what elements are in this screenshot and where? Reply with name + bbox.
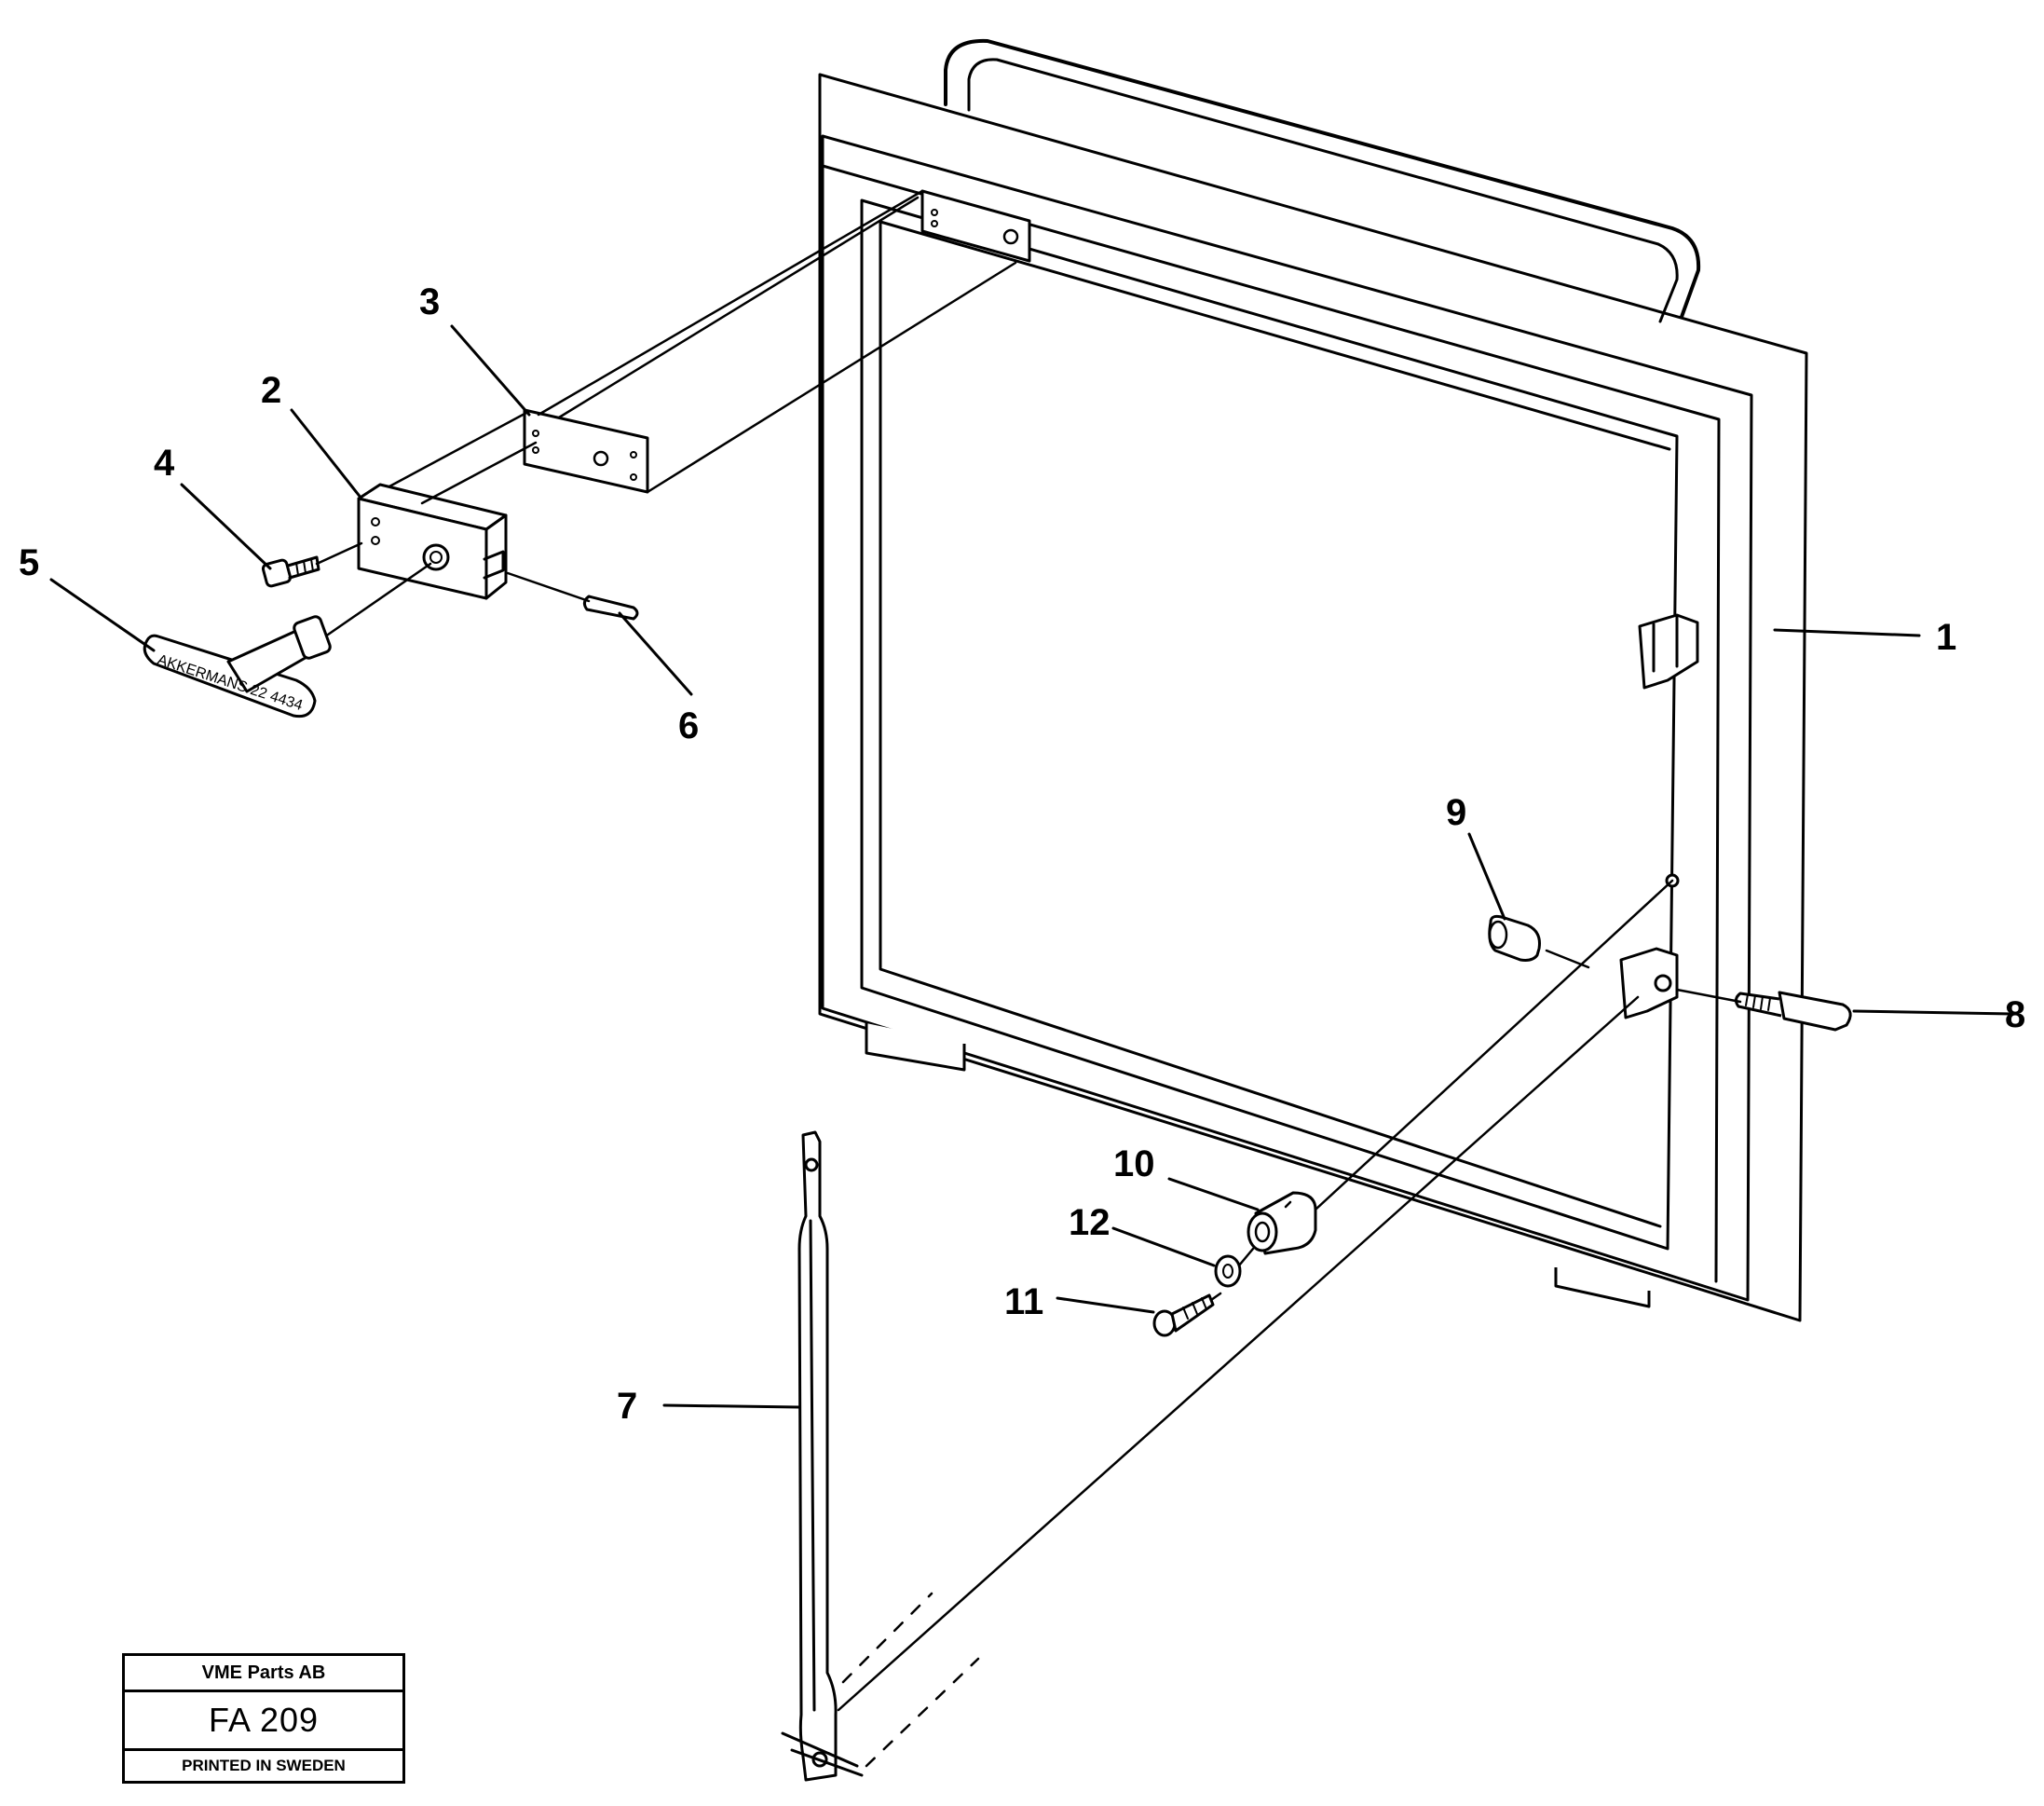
callout-1: 1 [1936, 617, 1956, 658]
callout-12: 12 [1069, 1202, 1111, 1243]
top-handle [944, 38, 1701, 319]
leader-lines [49, 324, 2014, 1409]
title-company: VME Parts AB [125, 1656, 402, 1692]
plate-exploded [523, 408, 649, 494]
frame-foot-left [865, 1023, 966, 1072]
title-drawing-number: FA 209 [125, 1692, 402, 1751]
callout-2: 2 [261, 370, 281, 411]
part-4-screw [261, 555, 320, 588]
callout-5: 5 [19, 542, 39, 583]
callout-4: 4 [154, 443, 175, 484]
part-9-bushing [1488, 914, 1541, 962]
part-6-pin [582, 595, 639, 621]
assembly-lines [315, 189, 1742, 1768]
title-block: VME Parts AB FA 209 PRINTED IN SWEDEN [122, 1653, 405, 1784]
part-10-sleeve [1247, 1191, 1317, 1255]
plate-mounted [920, 189, 1031, 263]
callout-11: 11 [1004, 1281, 1043, 1322]
frame-foot-right [1554, 1267, 1651, 1308]
callout-9: 9 [1446, 792, 1466, 833]
part-2-lock-housing [357, 483, 508, 600]
callout-8: 8 [2005, 994, 2025, 1035]
callout-10: 10 [1113, 1143, 1155, 1184]
part-12-washer [1214, 1254, 1242, 1288]
callout-6: 6 [678, 705, 699, 746]
part-8-bolt [1734, 991, 1852, 1032]
title-printed: PRINTED IN SWEDEN [182, 1757, 346, 1774]
part-5-key-handle: AKKERMANS 22 4434 [143, 615, 332, 718]
part-7-stay-arm [781, 1130, 864, 1782]
frame-opening [860, 198, 1679, 1251]
callout-7: 7 [617, 1386, 637, 1427]
callout-labels: 1 2 3 4 5 6 7 8 9 10 11 12 [19, 281, 2025, 1427]
callout-3: 3 [419, 281, 440, 322]
part-11-screw [1152, 1293, 1215, 1337]
